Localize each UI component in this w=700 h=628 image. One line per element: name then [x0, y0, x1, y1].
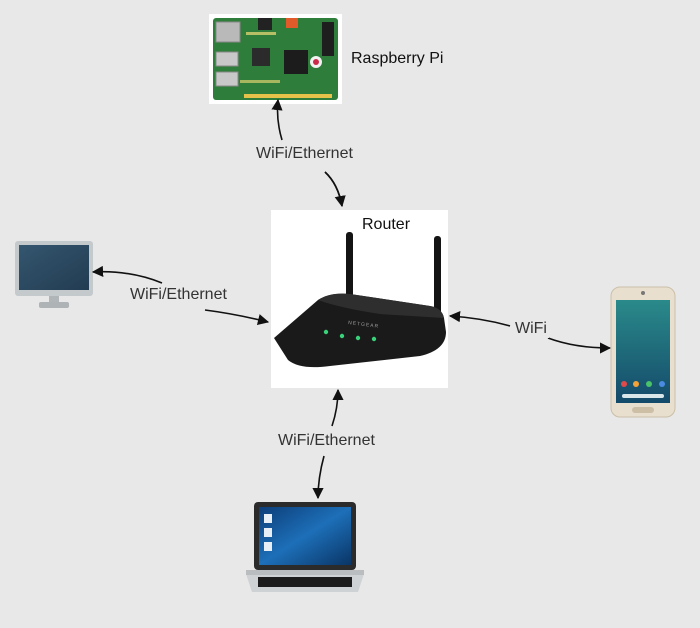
raspberry-pi-node	[209, 14, 342, 104]
router-icon	[274, 232, 446, 368]
raspberry-pi-label: Raspberry Pi	[351, 50, 444, 67]
laptop-node	[246, 502, 364, 592]
router-node	[271, 210, 448, 388]
monitor-node	[15, 241, 93, 308]
router-label: Router	[362, 216, 411, 233]
edge-label-laptop: WiFi/Ethernet	[276, 432, 377, 450]
edge-label-phone: WiFi	[513, 320, 549, 338]
edge-label-raspberry-pi: WiFi/Ethernet	[254, 145, 355, 163]
laptop-icon	[246, 502, 364, 592]
edge-label-monitor: WiFi/Ethernet	[128, 286, 229, 304]
raspberry-pi-board-icon	[213, 18, 338, 100]
edge-router-laptop	[331, 388, 344, 427]
edge-router-monitor	[204, 309, 270, 325]
monitor-icon	[15, 241, 93, 308]
edge-router-phone	[448, 311, 511, 327]
router-brand-text: NETGEAR	[348, 320, 380, 330]
